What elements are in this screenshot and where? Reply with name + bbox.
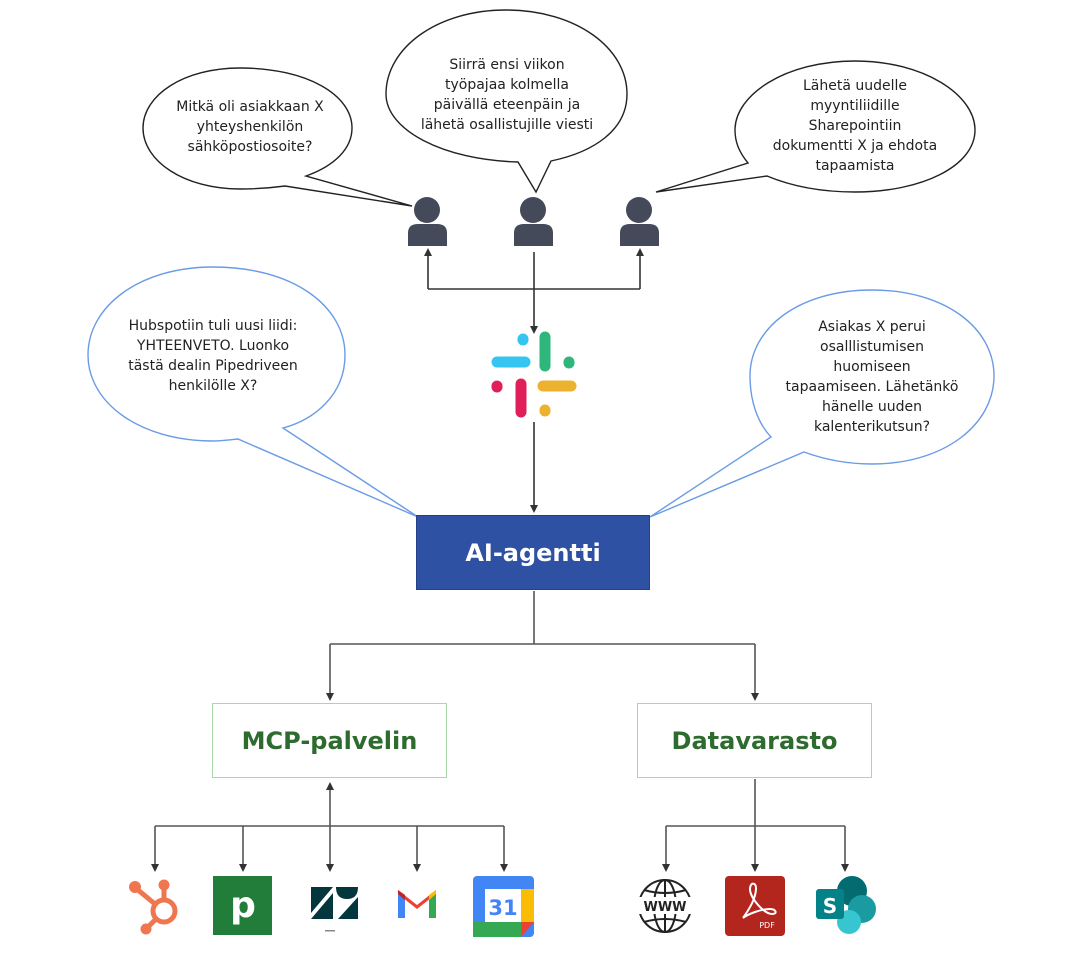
mcp-connectors [151, 782, 508, 872]
datastore-label: Datavarasto [671, 726, 838, 755]
bubble-user2 [385, 9, 628, 194]
bubble-user3-text: Lähetä uudelle myyntiliidille Sharepoint… [772, 78, 938, 174]
www-globe-icon: WWW [638, 879, 692, 933]
bubble-agent-left [87, 266, 419, 518]
gmail-icon [398, 890, 436, 918]
ai-agent-node: AI-agentti [416, 515, 650, 590]
mcp-server-label: MCP-palvelin [241, 726, 418, 755]
pipedrive-letter: p [230, 885, 256, 926]
bubble-agent-left-text: Hubspotiin tuli uusi liidi: YHTEENVETO. … [128, 318, 298, 394]
user-icon-1 [408, 197, 447, 246]
sharepoint-icon: S [816, 876, 876, 934]
user-connectors [424, 248, 644, 334]
pdf-icon: PDF [725, 876, 785, 936]
pipedrive-icon: p [213, 876, 272, 935]
sharepoint-letter: S [823, 894, 837, 918]
datastore-node: Datavarasto [637, 703, 872, 778]
bubble-user3 [655, 60, 976, 193]
agent-connectors [326, 591, 759, 701]
bubble-agent-right [649, 289, 995, 518]
user-icon-2 [514, 197, 553, 246]
user-icon-3 [620, 197, 659, 246]
bubble-agent-right-text: Asiakas X perui osalllistumisen huomisee… [785, 319, 959, 435]
bubble-user1-text: Mitkä oli asiakkaan X yhteyshenkilön säh… [176, 99, 324, 155]
datastore-connectors [662, 779, 849, 872]
bubble-user2-text: Siirrä ensi viikon työpajaa kolmella päi… [420, 57, 594, 133]
hubspot-icon [129, 879, 178, 935]
ai-agent-label: AI-agentti [465, 538, 601, 567]
pdf-label: PDF [759, 921, 775, 930]
www-label: WWW [643, 900, 686, 915]
slack-icon [491, 331, 577, 418]
bubble-user1 [142, 67, 413, 207]
zendesk-icon [311, 887, 358, 932]
mcp-server-node: MCP-palvelin [212, 703, 447, 778]
google-calendar-icon: 31 [473, 876, 534, 937]
calendar-day: 31 [488, 896, 517, 920]
